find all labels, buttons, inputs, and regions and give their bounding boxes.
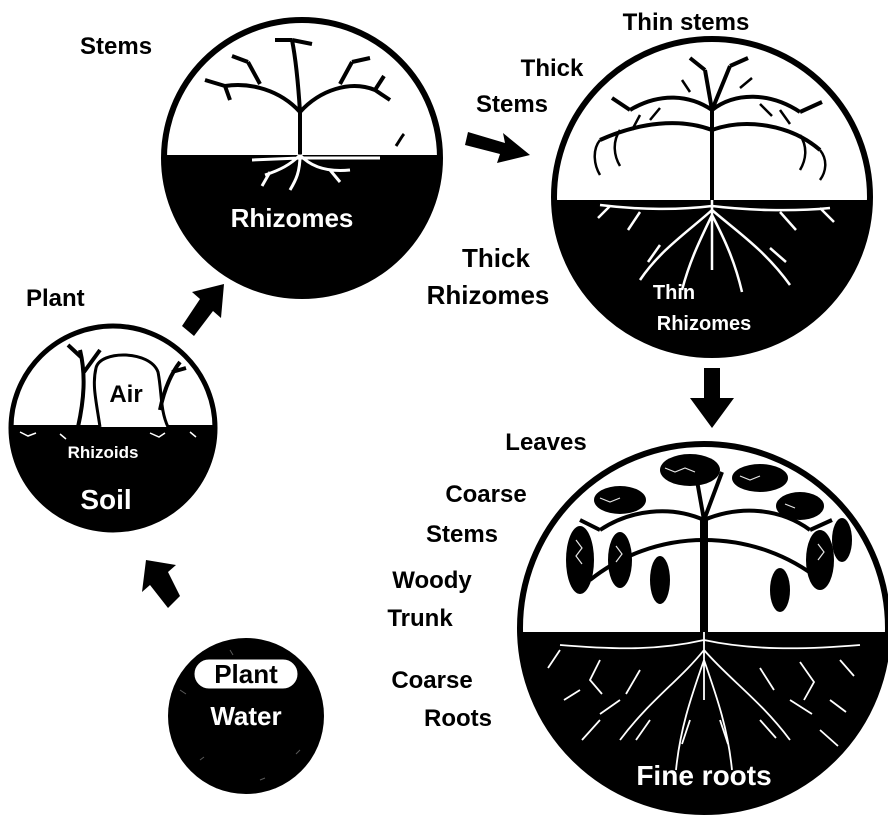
coarse-stems-label-1: Coarse — [445, 481, 526, 508]
rhizomes-label: Rhizomes — [231, 203, 354, 233]
arrow-down-icon — [690, 368, 734, 428]
thin-rhizomes-label-2: Rhizomes — [657, 313, 751, 335]
arrow-right-icon — [465, 132, 530, 163]
rhizoids-label: Rhizoids — [68, 443, 139, 462]
arrow-up-right-icon — [182, 284, 224, 336]
arrow-up-left-icon — [142, 560, 180, 608]
air-label: Air — [109, 381, 142, 408]
plant-water-label-plant: Plant — [214, 659, 278, 689]
stage-plant-water: Plant Water — [168, 638, 324, 794]
thick-rhizomes-label-2: Rhizomes — [427, 280, 550, 310]
woody-trunk-label-2: Trunk — [387, 605, 453, 632]
stage-branching-plant: Thin stems Thick Stems Thick Rhizomes Th… — [427, 9, 880, 370]
coarse-stems-label-2: Stems — [426, 521, 498, 548]
thin-rhizomes-label-1: Thin — [653, 282, 695, 304]
thick-stems-label-2: Stems — [476, 91, 548, 118]
leaves-label: Leaves — [505, 429, 586, 456]
soil-label: Soil — [80, 484, 131, 515]
stage-rhizome-plant: Stems Rhizomes — [80, 10, 460, 305]
coarse-roots-label-1: Coarse — [391, 667, 472, 694]
thick-stems-label-1: Thick — [521, 55, 584, 82]
thick-rhizomes-label-1: Thick — [462, 243, 530, 273]
stems-label: Stems — [80, 33, 152, 60]
plant-water-label-water: Water — [210, 701, 281, 731]
thin-stems-label: Thin stems — [623, 9, 750, 36]
plant-label: Plant — [26, 285, 85, 312]
woody-trunk-label-1: Woody — [392, 567, 472, 594]
coarse-roots-label-2: Roots — [424, 705, 492, 732]
stage-tree: Leaves Coarse Stems Woody Trunk Coarse R… — [387, 429, 888, 818]
stage-early-plant: Plant Air Rhizoids Soil — [0, 285, 240, 545]
fine-roots-label: Fine roots — [636, 760, 771, 791]
